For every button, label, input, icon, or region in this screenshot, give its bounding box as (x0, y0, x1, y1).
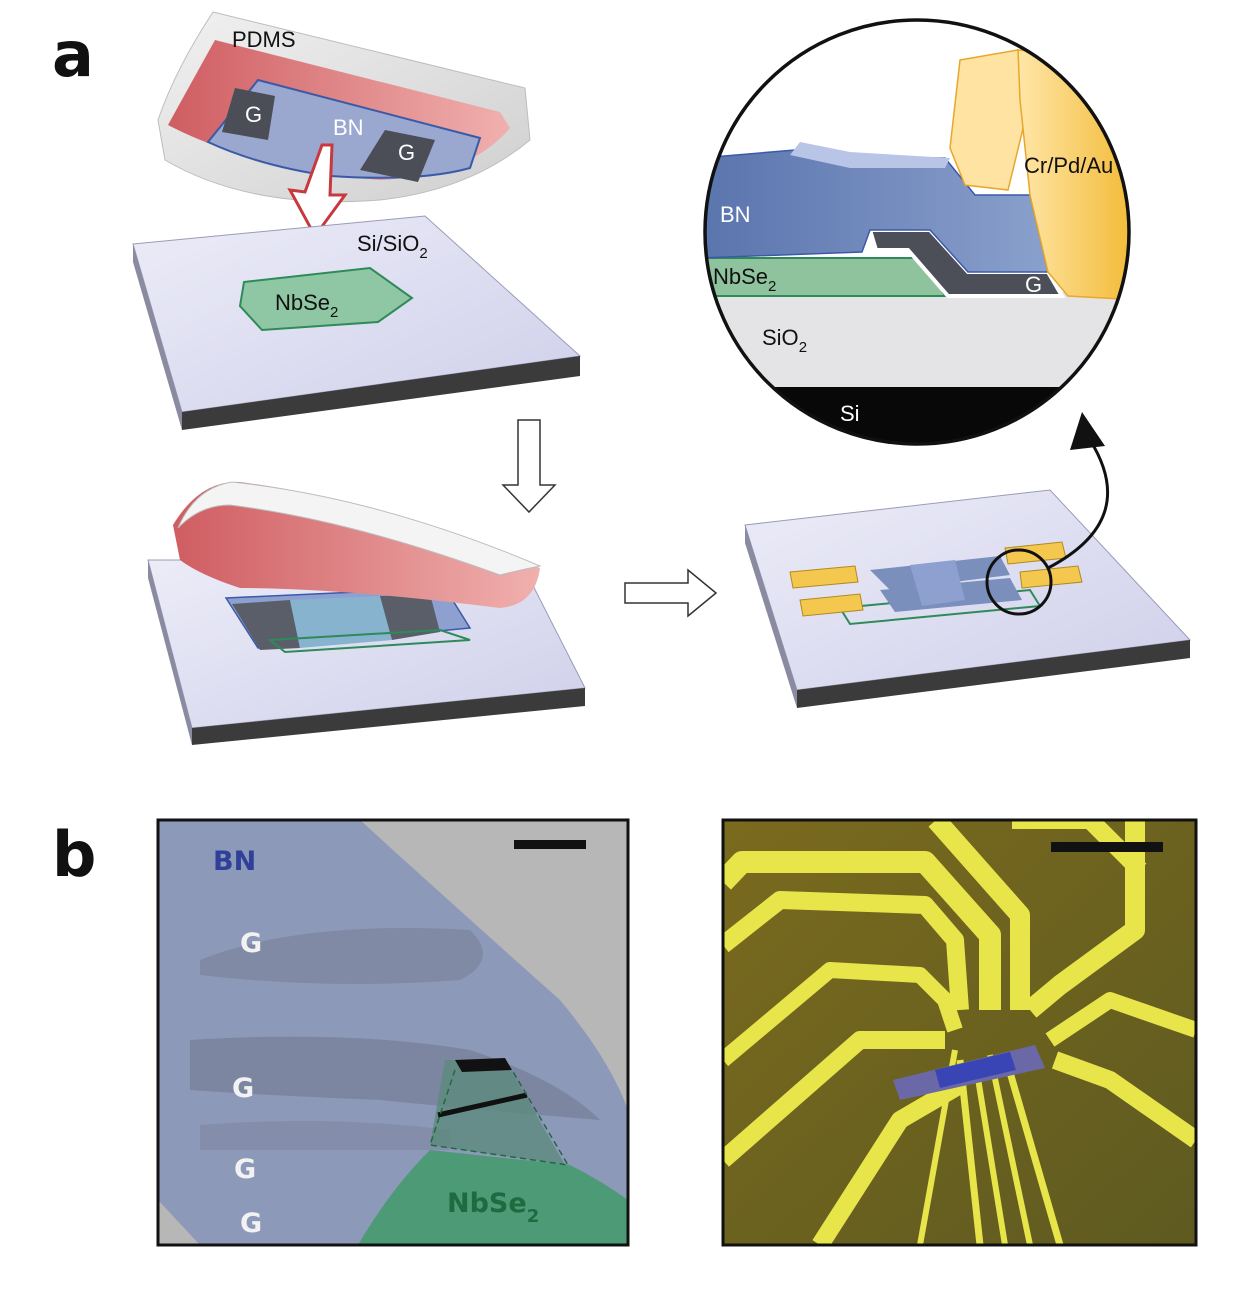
micrograph-right (721, 818, 1198, 1247)
inset-nbse2-label: NbSe2 (713, 264, 776, 295)
substrate-label: Si/SiO2 (357, 231, 428, 262)
micro-nbse2-label: NbSe2 (447, 1188, 539, 1227)
panel-letter-a: a (52, 18, 94, 91)
inset-contact-label: Cr/Pd/Au (1024, 153, 1113, 178)
cross-section-inset: BN NbSe2 G Cr/Pd/Au SiO2 Si (703, 18, 1131, 446)
inset-g-label: G (1025, 272, 1042, 297)
inset-bn-label: BN (720, 202, 751, 227)
micro-g-label-3: G (234, 1154, 256, 1185)
pdms-stamp: PDMS G BN G (157, 11, 531, 203)
scale-bar-right (1051, 842, 1163, 852)
inset-sio2-label: SiO2 (762, 325, 807, 356)
pdms-label: PDMS (232, 27, 296, 52)
nbse2-label: NbSe2 (275, 290, 338, 321)
zoom-arrowhead (1070, 412, 1105, 450)
micro-g-label-2: G (232, 1073, 254, 1104)
substrate-2 (147, 481, 586, 745)
down-arrow (501, 419, 557, 514)
transfer-arrow (287, 143, 348, 239)
scale-bar-left (514, 840, 586, 849)
bn-label: BN (333, 115, 364, 140)
g-label-right: G (398, 140, 415, 165)
inset-si-label: Si (840, 401, 860, 426)
right-arrow (624, 568, 718, 618)
g-label-left: G (245, 102, 262, 127)
micro-bn-label: BN (213, 846, 256, 877)
panel-letter-b: b (52, 818, 96, 891)
micro-g-label-1: G (240, 928, 262, 959)
substrate-1: NbSe2 Si/SiO2 (132, 215, 582, 430)
micro-g-label-4: G (240, 1208, 262, 1239)
zoom-circle (985, 548, 1053, 616)
micrograph-left: BN G G G G NbSe2 (156, 818, 630, 1247)
substrate-3-device (744, 412, 1192, 708)
